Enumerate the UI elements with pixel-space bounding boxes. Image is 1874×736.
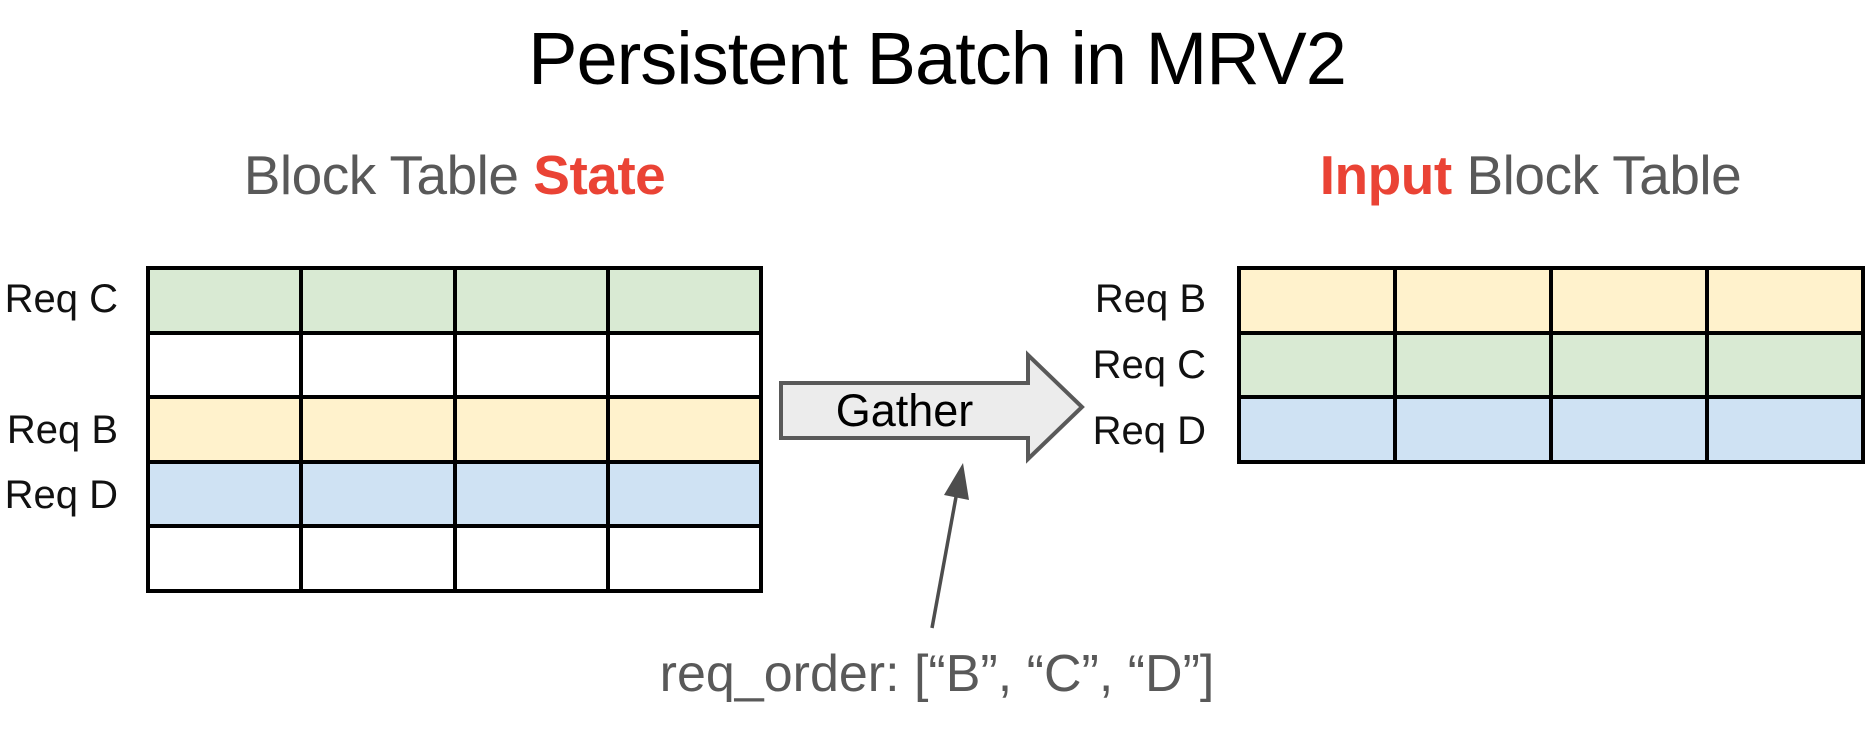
req-order-annotation: req_order: [“B”, “C”, “D”] bbox=[659, 645, 1215, 703]
right-table-heading: Input Block Table bbox=[1187, 146, 1874, 204]
block-cell bbox=[1397, 334, 1549, 396]
annotation-arrow-head bbox=[944, 463, 969, 500]
block-cell bbox=[1709, 270, 1861, 331]
row-label: Req B bbox=[6, 407, 118, 452]
row-label: Req C bbox=[1092, 343, 1206, 387]
slide-title: Persistent Batch in MRV2 bbox=[528, 17, 1347, 100]
block-cell bbox=[456, 463, 606, 525]
block-cell bbox=[1241, 399, 1393, 460]
block-cell bbox=[303, 528, 453, 589]
block-cell bbox=[609, 463, 759, 525]
block-cell bbox=[456, 528, 606, 589]
state-block-table bbox=[146, 266, 763, 593]
block-cell bbox=[1553, 270, 1705, 331]
block-cell bbox=[1397, 270, 1549, 331]
row-label: Req C bbox=[4, 276, 118, 321]
row-label: Req B bbox=[1094, 277, 1206, 321]
annotation-arrow-line bbox=[930, 496, 958, 629]
block-cell bbox=[1553, 334, 1705, 396]
block-cell bbox=[609, 399, 759, 460]
block-cell bbox=[456, 334, 606, 396]
block-cell bbox=[456, 399, 606, 460]
row-label: Req D bbox=[4, 472, 118, 517]
block-cell bbox=[150, 528, 300, 589]
block-cell bbox=[1241, 270, 1393, 331]
block-cell bbox=[1397, 399, 1549, 460]
block-cell bbox=[609, 270, 759, 331]
block-cell bbox=[303, 334, 453, 396]
block-cell bbox=[1709, 334, 1861, 396]
gather-arrow-label: Gather bbox=[835, 384, 974, 436]
right-heading-highlight: Input bbox=[1319, 144, 1452, 206]
block-cell bbox=[303, 270, 453, 331]
block-cell bbox=[1709, 399, 1861, 460]
right-heading-suffix: Block Table bbox=[1451, 144, 1742, 206]
block-cell bbox=[1553, 399, 1705, 460]
block-cell bbox=[303, 463, 453, 525]
left-heading-prefix: Block Table bbox=[243, 144, 534, 206]
block-cell bbox=[150, 463, 300, 525]
block-cell bbox=[456, 270, 606, 331]
row-label: Req D bbox=[1092, 409, 1206, 453]
block-cell bbox=[150, 399, 300, 460]
input-block-table bbox=[1237, 266, 1865, 464]
block-cell bbox=[609, 334, 759, 396]
block-cell bbox=[150, 270, 300, 331]
left-table-heading: Block Table State bbox=[96, 146, 813, 204]
block-cell bbox=[609, 528, 759, 589]
block-cell bbox=[1241, 334, 1393, 396]
left-heading-highlight: State bbox=[533, 144, 666, 206]
block-cell bbox=[150, 334, 300, 396]
block-cell bbox=[303, 399, 453, 460]
